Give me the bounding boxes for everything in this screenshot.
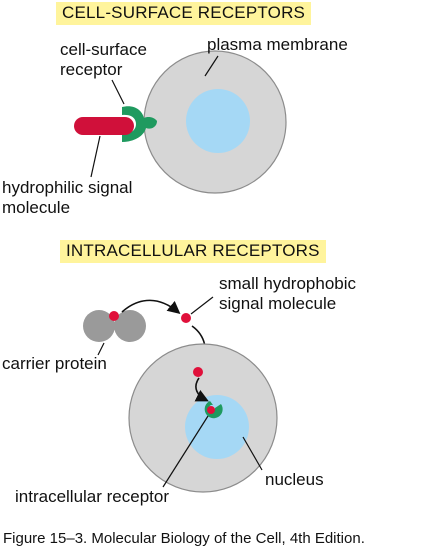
- receptor-bound-signal-molecule: [207, 406, 215, 414]
- intracellular-receptors-heading: INTRACELLULAR RECEPTORS: [60, 240, 326, 263]
- carrier-protein-right-lobe: [114, 310, 146, 342]
- free-signal-molecule: [181, 313, 191, 323]
- cell-surface-receptors-heading: CELL-SURFACE RECEPTORS: [56, 2, 312, 25]
- hydrophilic-signal-label-line2: molecule: [2, 198, 71, 217]
- bottom-nucleus: [185, 395, 249, 459]
- intracellular-receptor: [204, 401, 223, 419]
- hydrophilic-signal-label-line: [90, 135, 101, 178]
- hydrophobic-signal-label-line: [190, 296, 214, 315]
- nucleus-label: nucleus: [265, 470, 324, 489]
- hydrophobic-signal-label-line1: small hydrophobic: [219, 274, 357, 293]
- figure-caption: Figure 15–3. Molecular Biology of the Ce…: [3, 530, 365, 547]
- top-nucleus: [186, 89, 250, 153]
- hydrophilic-signal-label-line1: hydrophilic signal: [2, 178, 133, 197]
- hydrophilic-signal-molecule: [74, 117, 134, 135]
- nucleus-label-line: [242, 436, 263, 471]
- cell-surface-receptor: [122, 106, 157, 142]
- cell-surface-receptor-label-line1: cell-surface: [60, 40, 147, 59]
- nuclear-entry-arrow: [194, 377, 209, 402]
- hydrophobic-signal-label-line2: signal molecule: [219, 294, 337, 313]
- cell-surface-receptor-label-line2: receptor: [60, 60, 123, 79]
- carrier-label-line: [97, 342, 105, 356]
- intracellular-receptor-label-line: [162, 415, 209, 488]
- membrane-label-line: [204, 55, 219, 77]
- cytoplasm-signal-molecule: [193, 367, 203, 377]
- carrier-bound-signal-molecule: [109, 311, 119, 321]
- carrier-protein-left-lobe: [83, 310, 115, 342]
- plasma-membrane-label: plasma membrane: [207, 35, 348, 54]
- release-arrow: [121, 299, 181, 315]
- intracellular-receptor-label: intracellular receptor: [15, 487, 170, 506]
- receptor-label-line: [111, 79, 125, 105]
- carrier-protein-label: carrier protein: [2, 354, 107, 373]
